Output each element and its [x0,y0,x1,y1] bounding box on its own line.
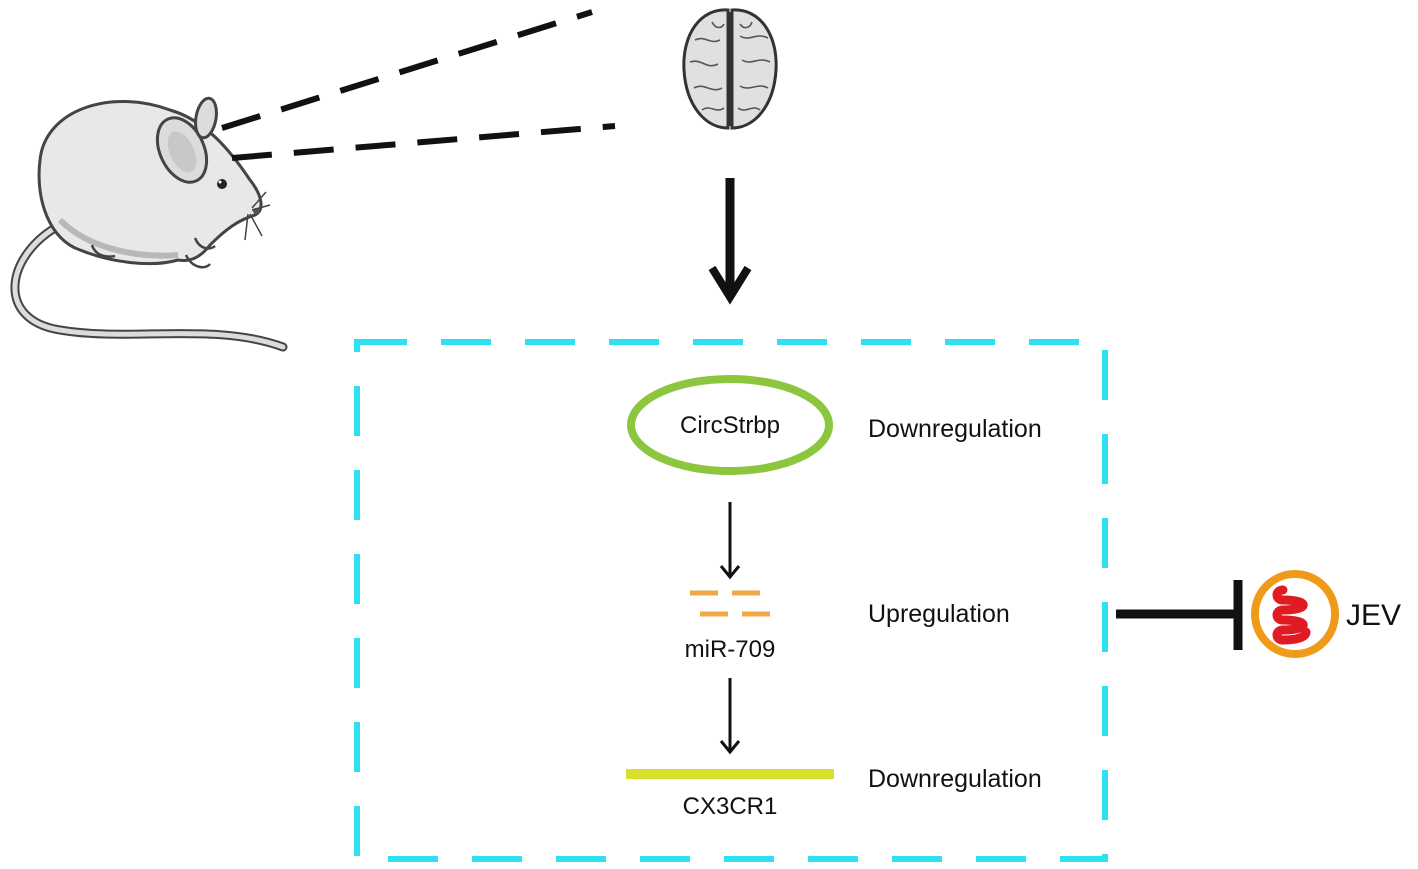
mouse-illustration [10,96,288,352]
mirna-to-gene-arrow [719,678,741,755]
brain-to-pathway-arrow [708,178,752,305]
mirna-label: miR-709 [685,636,776,663]
circrna-label: CircStrbp [680,412,780,439]
circrna-ring-icon [627,375,833,475]
mirna-strands-icon [690,590,770,617]
pathway-box [354,339,1108,862]
circrna-to-mirna-arrow [719,502,741,580]
inhibition-line [1116,580,1243,650]
gene-regulation: Downregulation [868,765,1042,793]
virus-icon [1251,570,1339,658]
gene-bar-icon [626,769,834,779]
circrna-regulation: Downregulation [868,415,1042,443]
virus-label: JEV [1346,599,1401,632]
mouse-to-brain-lines [221,9,616,161]
gene-label: CX3CR1 [683,793,778,820]
brain-illustration [682,8,778,130]
mirna-regulation: Upregulation [868,600,1010,628]
